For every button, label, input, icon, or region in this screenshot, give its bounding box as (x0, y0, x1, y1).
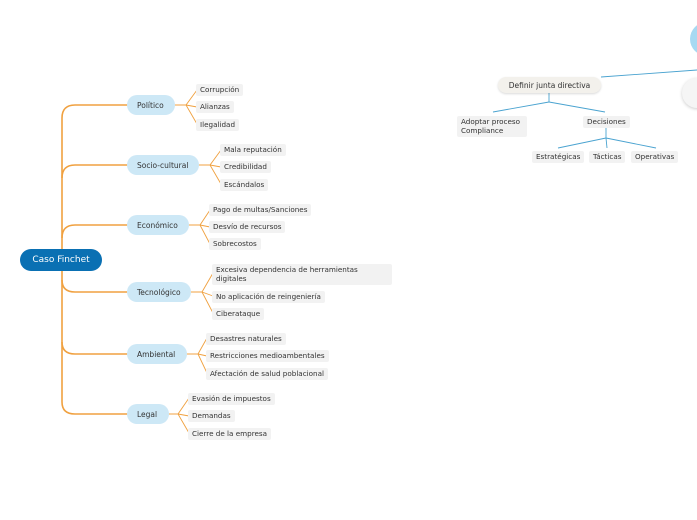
leaf-economico-2[interactable]: Desvío de recursos (209, 221, 286, 233)
leaf-politico-2[interactable]: Alianzas (196, 101, 234, 113)
connector-economico (61, 224, 128, 239)
leaf-ambiental-3[interactable]: Afectación de salud poblacional (206, 368, 329, 380)
leaf-economico-1[interactable]: Pago de multas/Sanciones (209, 204, 312, 216)
leaf-politico-1[interactable]: Corrupción (196, 84, 244, 96)
connector-root-legal (61, 250, 128, 415)
connector-socio (61, 164, 128, 179)
leaf-tecnologico-3[interactable]: Ciberataque (212, 308, 265, 320)
leaf-economico-3[interactable]: Sobrecostos (209, 238, 261, 250)
offscreen-central-node (690, 22, 697, 56)
branch-economico[interactable]: Económico (127, 215, 189, 235)
leaf-legal-2[interactable]: Demandas (188, 410, 235, 422)
node-decisiones[interactable]: Decisiones (583, 116, 630, 128)
leaf-legal-1[interactable]: Evasión de impuestos (188, 393, 275, 405)
branch-tecnologico[interactable]: Tecnológico (127, 282, 191, 302)
branch-ambiental[interactable]: Ambiental (127, 344, 187, 364)
leaf-socio-3[interactable]: Escándalos (220, 179, 269, 191)
leaf-tecnologico-2[interactable]: No aplicación de reingeniería (212, 291, 325, 303)
leaf-socio-2[interactable]: Credibilidad (220, 161, 271, 173)
leaf-socio-1[interactable]: Mala reputación (220, 144, 286, 156)
node-estrategicas[interactable]: Estratégicas (532, 151, 585, 163)
leaf-ambiental-1[interactable]: Desastres naturales (206, 333, 286, 345)
node-operativas[interactable]: Operativas (631, 151, 679, 163)
connector-to-offscreen-root (600, 69, 697, 78)
connector-ambiental (61, 341, 128, 355)
offscreen-secondary-node (682, 78, 697, 108)
branch-legal[interactable]: Legal (127, 404, 169, 424)
node-definir-junta-directiva[interactable]: Definir junta directiva (498, 77, 601, 93)
leaf-ambiental-2[interactable]: Restricciones medioambentales (206, 350, 329, 362)
branch-politico[interactable]: Político (127, 95, 175, 115)
leaf-tecnologico-1[interactable]: Excesiva dependencia de herramientas dig… (212, 264, 392, 285)
node-adoptar-proceso-compliance[interactable]: Adoptar proceso Compliance (457, 116, 527, 137)
leaf-legal-3[interactable]: Cierre de la empresa (188, 428, 272, 440)
leaf-politico-3[interactable]: Ilegalidad (196, 119, 240, 131)
node-tacticas[interactable]: Tácticas (589, 151, 626, 163)
connector-tecnologico (61, 279, 128, 293)
branch-socio-cultural[interactable]: Socio-cultural (127, 155, 199, 175)
root-node[interactable]: Caso Finchet (20, 249, 102, 271)
connector-root-trunk (61, 104, 128, 261)
